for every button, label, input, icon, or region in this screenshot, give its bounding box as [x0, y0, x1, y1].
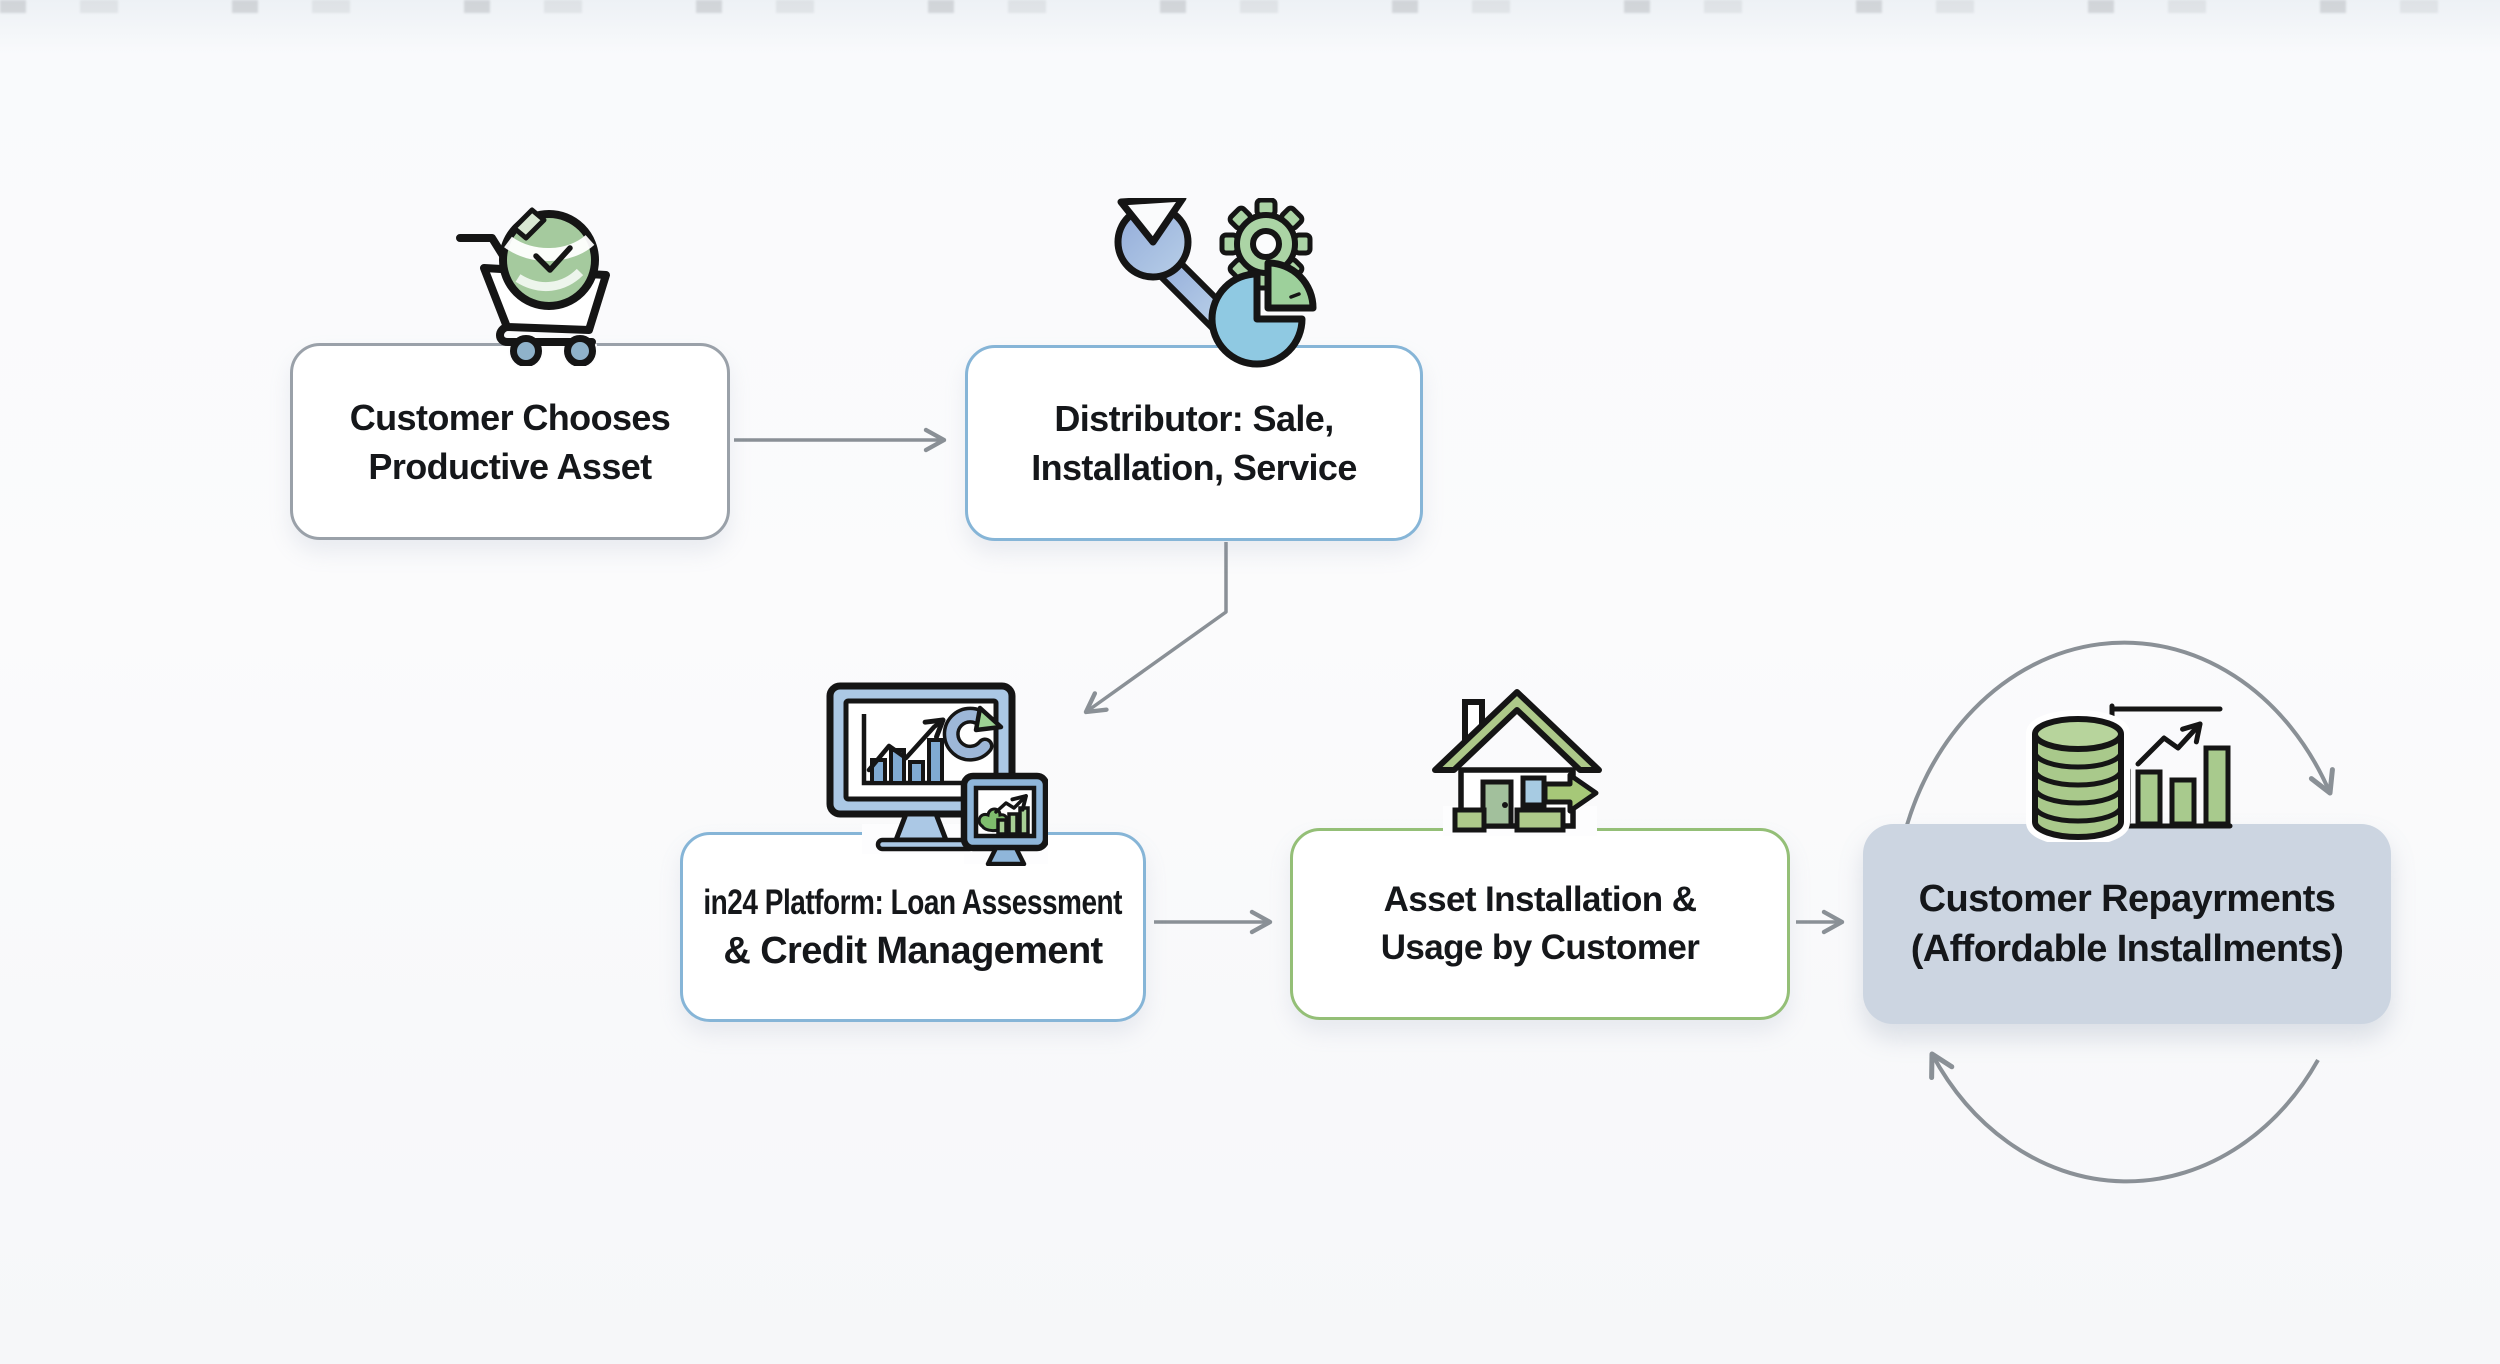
- node-customer-repayments: Customer Repayrments (Affordable Install…: [1863, 824, 2391, 1024]
- node-customer-chooses: Customer Chooses Productive Asset: [290, 343, 730, 540]
- node-label-line: Customer Repayrments: [1918, 878, 2336, 920]
- node-label-line: Installation, Service: [1031, 447, 1357, 488]
- monitors-analytics-icon: [826, 682, 1048, 866]
- node-label-line: Asset Installation &: [1383, 880, 1697, 919]
- node-in24-platform: in24 Platform: Loan Assessment & Credit …: [680, 832, 1146, 1022]
- shopping-cart-leaf-icon: [456, 207, 610, 366]
- growth-bars-icon: [2135, 745, 2231, 827]
- node-label-line: in24 Platform: Loan Assessment: [703, 883, 1123, 922]
- right-arrow-icon: [1542, 772, 1599, 814]
- node-label-line: (Affordable Installments): [1910, 928, 2344, 970]
- trend-arrow-icon: [866, 717, 946, 773]
- node-distributor: Distributor: Sale, Installation, Service: [965, 345, 1423, 541]
- node-label-line: Usage by Customer: [1380, 928, 1700, 967]
- house-arrow-icon: [1432, 689, 1602, 836]
- trend-arrow-icon: [2135, 721, 2203, 767]
- node-label-line: Distributor: Sale,: [1054, 398, 1334, 439]
- wrench-gear-pie-icon: [1114, 198, 1317, 368]
- coins-growth-chart-icon: [2026, 703, 2233, 842]
- node-asset-installation: Asset Installation & Usage by Customer: [1290, 828, 1790, 1020]
- coin-stack-icon: [2026, 710, 2130, 842]
- arrow-distributor-to-platform: [1083, 542, 1228, 715]
- node-label-line: & Credit Management: [723, 930, 1103, 972]
- cycle-arrow-top: [1899, 640, 2335, 849]
- refresh-arrow-icon: [942, 705, 1004, 762]
- node-label-line: Productive Asset: [368, 445, 652, 487]
- top-edge-noise: [0, 0, 2500, 13]
- pie-chart-icon: [1208, 259, 1317, 368]
- node-label-line: Customer Chooses: [349, 396, 671, 438]
- cycle-arrow-bottom: [1929, 1051, 2320, 1184]
